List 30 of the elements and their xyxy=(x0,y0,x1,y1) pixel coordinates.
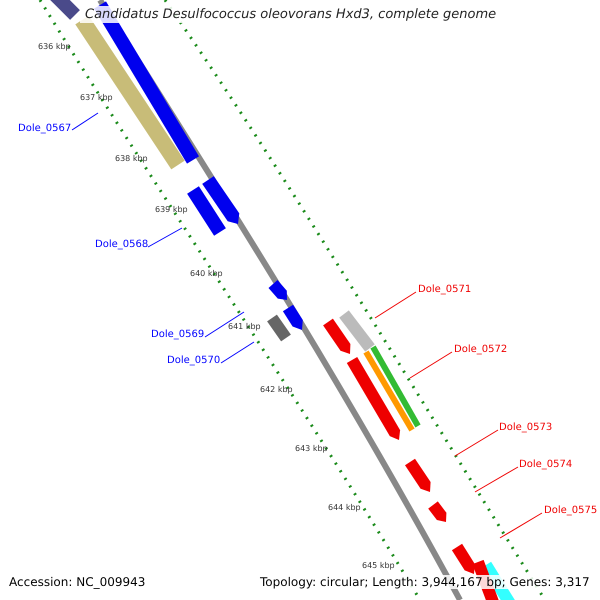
leader-line xyxy=(148,228,182,248)
gene-label: Dole_0569 xyxy=(151,329,204,340)
gene-label: Dole_0572 xyxy=(454,344,508,355)
leader-line xyxy=(500,512,542,538)
gene-label: Dole_0575 xyxy=(544,505,598,516)
scale-label: 645 kbp xyxy=(362,561,395,570)
scale-label: 640 kbp xyxy=(190,269,223,278)
scale-label: 642 kbp xyxy=(260,385,293,394)
genome-info-text: Topology: circular; Length: 3,944,167 bp; Genes: 3,317 xyxy=(260,575,590,589)
accession-text: Accession: NC_009943 xyxy=(9,575,146,589)
leader-line xyxy=(454,430,498,456)
gene-label: Dole_0568 xyxy=(95,239,148,250)
scale-label: 641 kbp xyxy=(228,322,261,331)
leader-line xyxy=(374,292,416,318)
scale-label: 639 kbp xyxy=(155,205,188,214)
scale-label: 636 kbp xyxy=(38,42,71,51)
leader-line xyxy=(220,342,254,364)
leader-line xyxy=(474,466,518,492)
gene-label: Dole_0570 xyxy=(167,355,220,366)
gene-label: Dole_0574 xyxy=(519,459,572,470)
scale-label: 638 kbp xyxy=(115,154,148,163)
scale-label: 644 kbp xyxy=(328,503,361,512)
leader-line xyxy=(410,352,452,378)
scale-label: 637 kbp xyxy=(80,93,113,102)
gene-label: Dole_0567 xyxy=(18,123,72,134)
leader-line xyxy=(72,112,98,130)
gene-label: Dole_0573 xyxy=(499,422,552,433)
gene-label: Dole_0571 xyxy=(418,284,472,295)
scale-label: 643 kbp xyxy=(295,444,328,453)
leader-line xyxy=(204,312,244,338)
